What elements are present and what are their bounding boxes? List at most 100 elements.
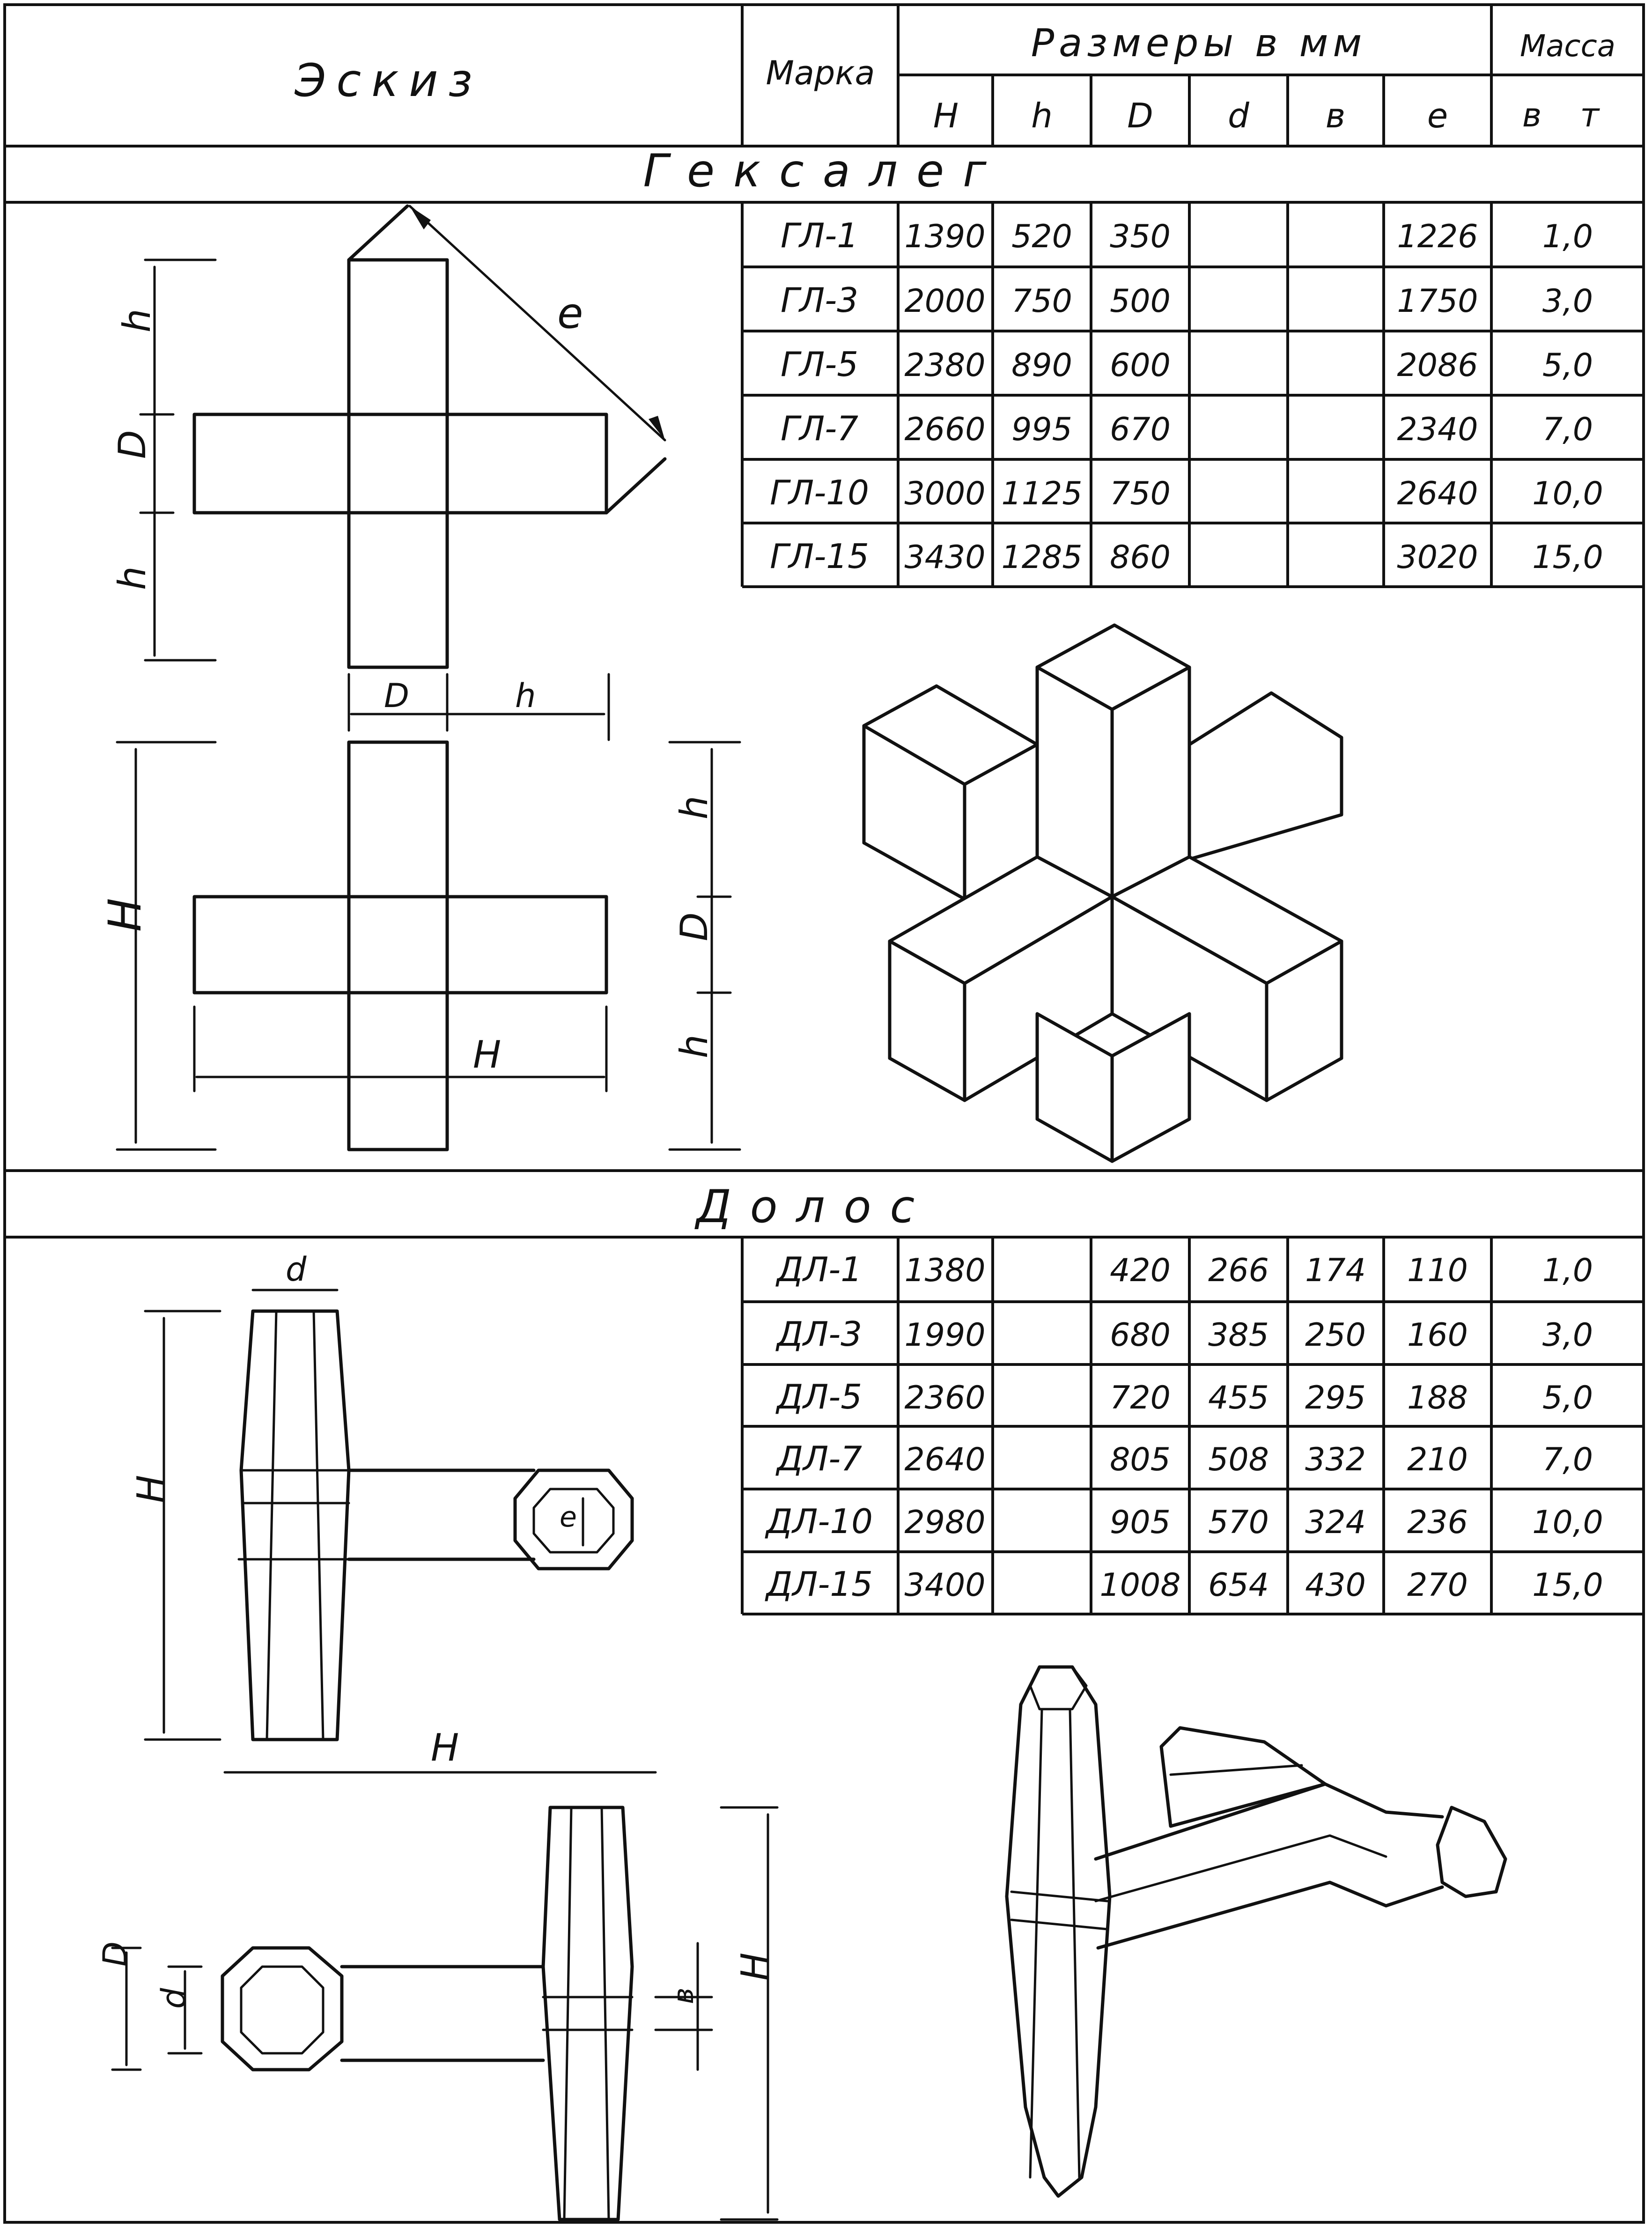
dolos-table-row: ДЛ-15 3400 1008 654 430 270 15,0 <box>765 1564 1603 1604</box>
dim-label-H-dolos-side: H <box>431 1726 459 1770</box>
dolos-side-view: H D d в H <box>96 1726 779 2221</box>
header-dimensions: Размеры в мм <box>1031 21 1367 66</box>
hexaleg-cell-mass: 7,0 <box>1542 411 1593 448</box>
sheet-frame <box>3 3 1645 2224</box>
dolos-cell-e: 160 <box>1407 1317 1468 1354</box>
dolos-cell-d: 654 <box>1208 1567 1269 1604</box>
dolos-cell-mark: ДЛ-15 <box>765 1564 873 1604</box>
dim-label-D-dolos: D <box>96 1941 134 1967</box>
hexaleg-cell-e: 1226 <box>1397 218 1478 255</box>
dolos-cell-H: 1380 <box>904 1252 985 1289</box>
hexaleg-cell-mass: 15,0 <box>1532 539 1603 576</box>
dolos-cell-D: 805 <box>1110 1441 1171 1478</box>
hexaleg-front-view: H H h D h <box>99 740 741 1151</box>
dolos-cell-e: 236 <box>1407 1504 1468 1541</box>
hexaleg-cell-mass: 1,0 <box>1542 218 1593 255</box>
dolos-cell-H: 3400 <box>904 1567 985 1604</box>
hexaleg-cell-mark: ГЛ-3 <box>781 280 858 320</box>
dolos-plan-view: e d H <box>129 1250 634 1741</box>
hexaleg-cell-h: 1285 <box>1001 539 1082 576</box>
hexaleg-isometric-view <box>862 623 1343 1163</box>
hexaleg-cell-H: 3000 <box>904 475 985 512</box>
dolos-cell-mass: 7,0 <box>1542 1441 1593 1478</box>
header-mass: Масса <box>1520 29 1615 64</box>
dolos-cell-b: 174 <box>1305 1252 1366 1289</box>
dim-label-d-dolos: d <box>155 1988 193 2009</box>
dolos-cell-D: 420 <box>1110 1252 1171 1289</box>
hexaleg-cell-mark: ГЛ-1 <box>781 216 858 255</box>
dim-label-H-dolos-right: H <box>733 1953 777 1981</box>
dim-label-h-upper: h <box>115 309 159 332</box>
hexaleg-cell-D: 670 <box>1110 411 1171 448</box>
header-mass-unit: в т <box>1522 96 1613 134</box>
dolos-cell-mass: 15,0 <box>1532 1567 1603 1604</box>
dim-label-H-left: H <box>99 898 151 932</box>
dolos-cell-b: 324 <box>1305 1504 1366 1541</box>
dolos-cell-d: 266 <box>1208 1252 1269 1289</box>
header-mark: Марка <box>766 54 875 92</box>
dolos-cell-mark: ДЛ-3 <box>775 1314 862 1354</box>
dim-label-h-lower: h <box>111 566 154 590</box>
hexaleg-cell-mark: ГЛ-7 <box>781 409 858 448</box>
hexaleg-cell-e: 2340 <box>1397 411 1478 448</box>
dolos-cell-mass: 10,0 <box>1532 1504 1603 1541</box>
dim-label-D-bottom: D <box>384 677 409 715</box>
dolos-cell-D: 1008 <box>1099 1567 1180 1604</box>
hexaleg-table-row: ГЛ-7 2660 995 670 2340 7,0 <box>781 409 1593 448</box>
dolos-cell-e: 270 <box>1407 1567 1468 1604</box>
dim-label-e: e <box>557 289 583 338</box>
section-title-dolos: Долос <box>694 1180 934 1233</box>
header-sketch: Эскиз <box>294 54 482 107</box>
section-title-hexaleg: Гексалег <box>643 145 1005 197</box>
col-d: d <box>1228 96 1250 135</box>
dim-label-b-dolos: в <box>667 1988 700 2004</box>
dim-label-H-dolos-plan: H <box>129 1475 173 1503</box>
hexaleg-cell-H: 3430 <box>904 539 985 576</box>
hexaleg-cell-mass: 3,0 <box>1542 283 1593 320</box>
dim-label-D-right: D <box>672 912 716 941</box>
dolos-isometric-view <box>1005 1665 1507 2198</box>
hexaleg-cell-mass: 5,0 <box>1542 347 1593 384</box>
dolos-cell-d: 508 <box>1208 1441 1269 1478</box>
hexaleg-top-view: e h D h D h <box>111 204 667 741</box>
dolos-cell-e: 188 <box>1407 1379 1468 1416</box>
hexaleg-cell-H: 2660 <box>904 411 985 448</box>
dolos-cell-D: 720 <box>1110 1379 1171 1416</box>
hexaleg-cell-h: 750 <box>1011 283 1072 320</box>
hexaleg-cell-h: 520 <box>1011 218 1072 255</box>
hexaleg-cell-h: 995 <box>1011 411 1072 448</box>
dolos-cell-mass: 5,0 <box>1542 1379 1593 1416</box>
hexaleg-cell-H: 1390 <box>904 218 985 255</box>
dolos-cell-H: 2640 <box>904 1441 985 1478</box>
hexaleg-cell-H: 2000 <box>904 283 985 320</box>
hexaleg-cell-h: 1125 <box>1001 475 1082 512</box>
dim-label-d-top: d <box>286 1250 307 1289</box>
dolos-cell-e: 210 <box>1407 1441 1468 1478</box>
dolos-table-grid <box>741 1237 1644 1615</box>
hexaleg-cell-h: 890 <box>1011 347 1072 384</box>
hexaleg-cell-D: 600 <box>1110 347 1171 384</box>
col-H: H <box>933 96 959 135</box>
hexaleg-cell-D: 500 <box>1110 283 1171 320</box>
dolos-cell-D: 905 <box>1110 1504 1171 1541</box>
dim-label-h-bottom: h <box>515 677 536 715</box>
col-D: D <box>1127 96 1153 135</box>
dolos-cell-mark: ДЛ-1 <box>775 1250 862 1289</box>
dolos-cell-mark: ДЛ-10 <box>765 1502 873 1541</box>
dim-label-e-dolos: e <box>560 1501 577 1534</box>
dolos-cell-d: 570 <box>1208 1504 1269 1541</box>
dim-label-h-right-lower: h <box>672 1034 716 1058</box>
hexaleg-table-grid <box>741 202 1644 588</box>
hexaleg-cell-mass: 10,0 <box>1532 475 1603 512</box>
col-e: e <box>1427 96 1448 135</box>
dolos-cell-b: 430 <box>1305 1567 1366 1604</box>
dolos-cell-d: 455 <box>1208 1379 1269 1416</box>
